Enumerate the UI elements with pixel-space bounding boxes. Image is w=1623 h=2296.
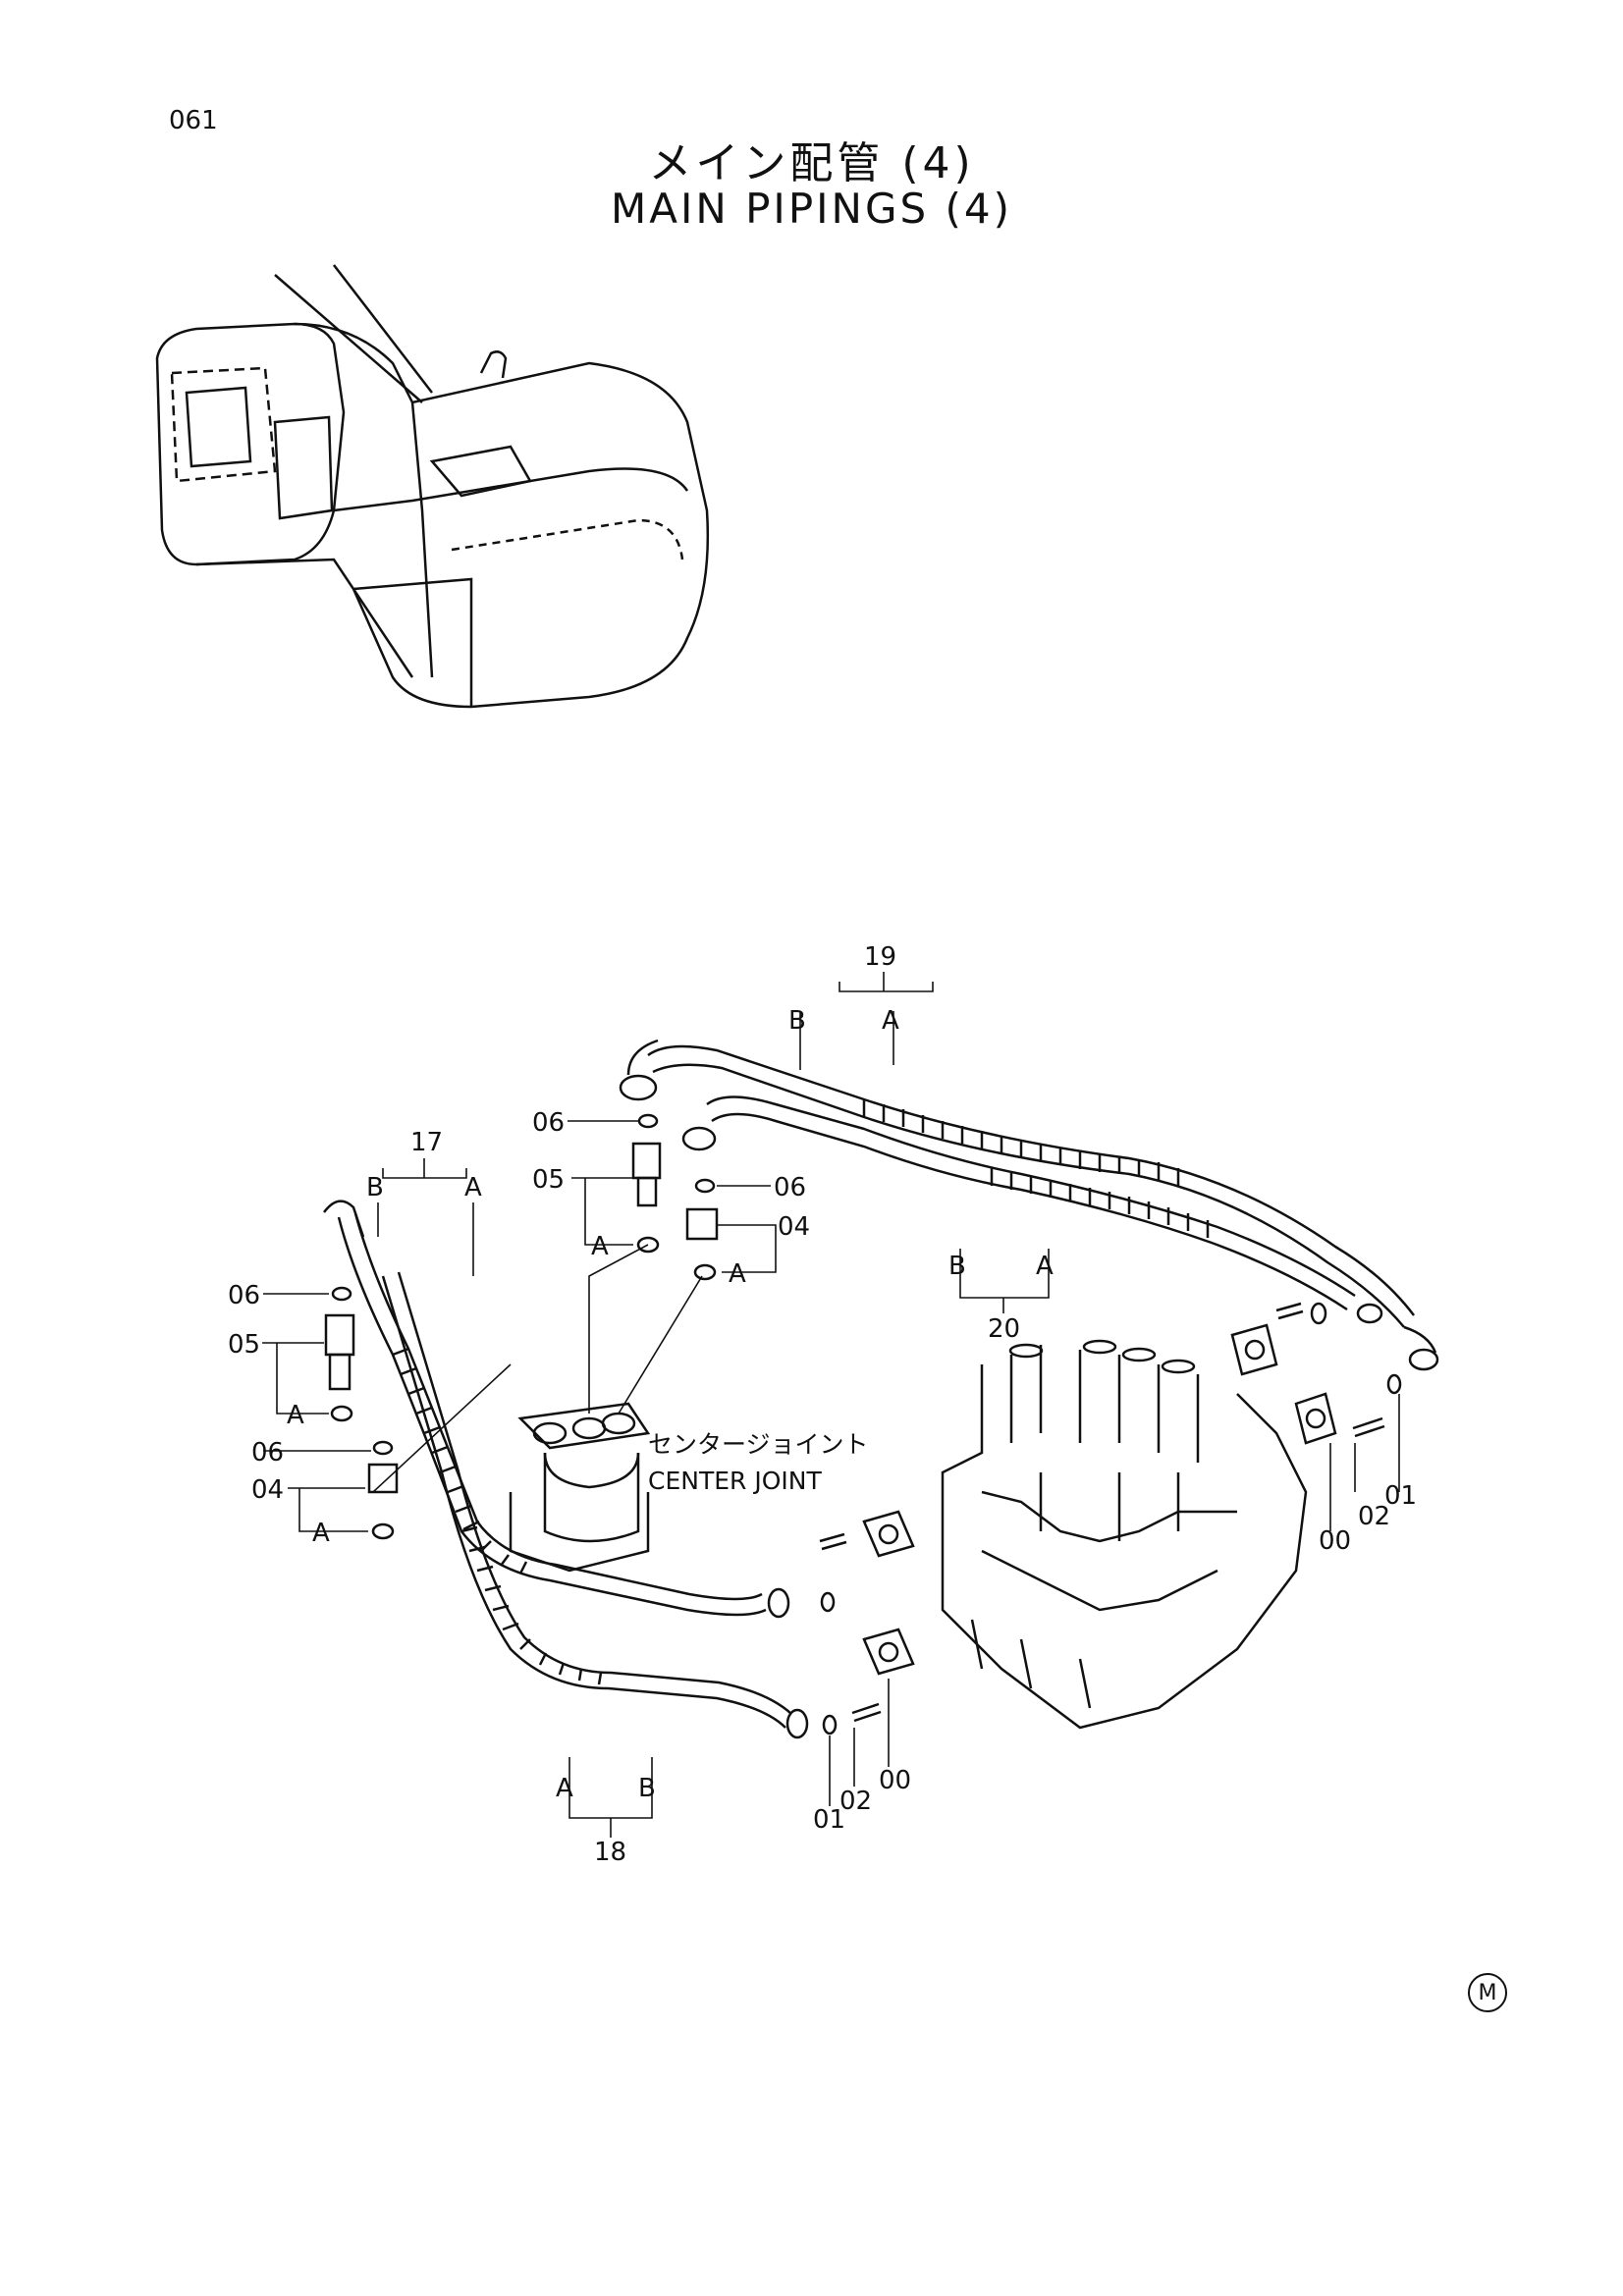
hose-19 (619, 1039, 1439, 1371)
center-joint-label-jp: センタージョイント (648, 1430, 869, 1459)
hose-19-number: 19 (864, 942, 896, 972)
hose-19-end-a: A (882, 1006, 899, 1036)
hose-17 (323, 1200, 790, 1619)
hose-17-number: 17 (410, 1128, 443, 1157)
fittings (324, 1113, 719, 1540)
hose-19-end-b: B (788, 1006, 806, 1036)
hose-20-number: 20 (988, 1314, 1020, 1344)
callout-left-04: 04 (251, 1475, 284, 1505)
callout-mid-a1: A (591, 1232, 609, 1261)
control-valve (941, 1339, 1308, 1730)
title-english: MAIN PIPINGS (4) (610, 185, 1013, 233)
hose-20-end-a: A (1036, 1252, 1054, 1281)
callout-left-06a: 06 (228, 1281, 260, 1310)
flange-assemblies (819, 1302, 1402, 1735)
callout-left-06b: 06 (251, 1438, 284, 1468)
callout-mid-a2: A (729, 1259, 746, 1289)
page-number: 061 (169, 106, 218, 135)
center-joint (509, 1402, 651, 1573)
callout-left-05: 05 (228, 1330, 260, 1360)
callout-bottom-01: 01 (813, 1805, 845, 1835)
callout-bottom-02: 02 (839, 1787, 872, 1816)
callout-left-a1: A (287, 1401, 304, 1430)
hose-17-end-b: B (366, 1173, 384, 1202)
hose-18-end-b: B (638, 1774, 656, 1803)
center-joint-label-en: CENTER JOINT (648, 1467, 822, 1495)
hose-20-end-b: B (948, 1252, 966, 1281)
manufacturer-mark: M (1468, 1973, 1507, 2012)
callout-bottom-00: 00 (879, 1766, 911, 1795)
hose-18-number: 18 (594, 1838, 626, 1867)
leader-lines (262, 972, 1400, 1838)
callout-right-01: 01 (1384, 1481, 1417, 1511)
hose-20 (681, 1095, 1383, 1324)
callout-mid-04: 04 (778, 1212, 810, 1242)
title-japanese: メイン配管 (4) (648, 138, 975, 188)
excavator-overview-illustration (155, 264, 710, 709)
callout-mid-06a: 06 (532, 1108, 565, 1138)
callout-mid-06b: 06 (774, 1173, 806, 1202)
callout-right-02: 02 (1358, 1502, 1390, 1531)
hose-18 (381, 1271, 809, 1739)
callout-right-00: 00 (1319, 1526, 1351, 1556)
callout-left-a2: A (312, 1519, 330, 1548)
hose-18-end-a: A (556, 1774, 573, 1803)
hose-17-end-a: A (464, 1173, 482, 1202)
callout-mid-05: 05 (532, 1165, 565, 1195)
